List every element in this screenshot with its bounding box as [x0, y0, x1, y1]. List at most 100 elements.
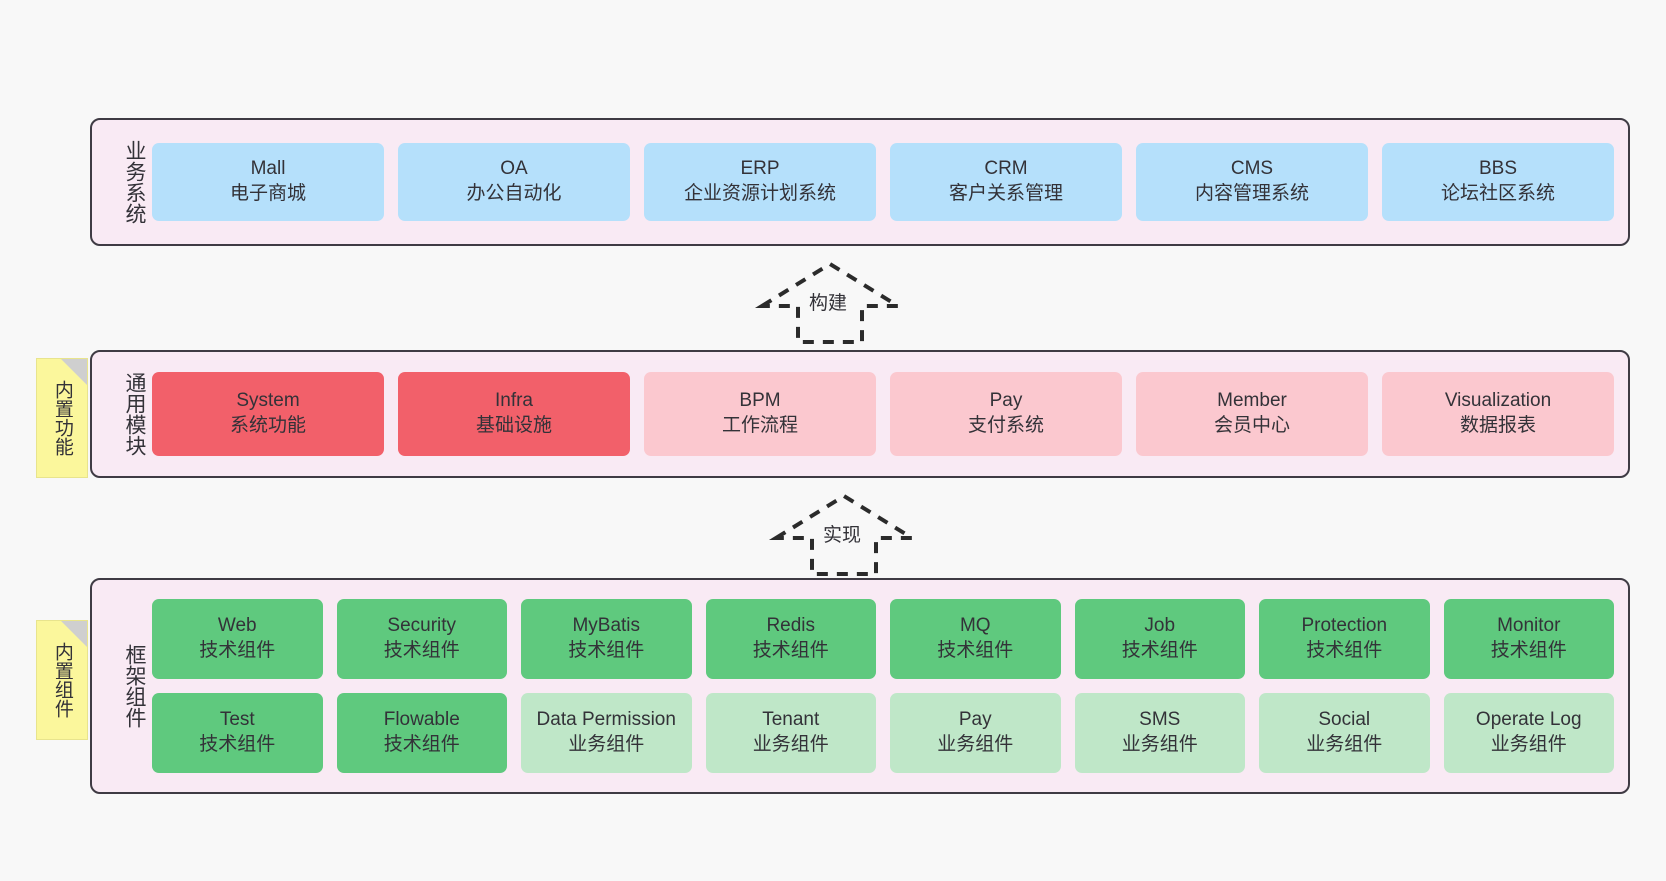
- card-subtitle: 技术组件: [199, 640, 276, 661]
- card-protection[interactable]: Protection 技术组件: [1259, 599, 1430, 679]
- card-title: Operate Log: [1475, 709, 1582, 731]
- card-operate-log[interactable]: Operate Log 业务组件: [1443, 693, 1614, 773]
- implement-arrow-shape: [768, 493, 920, 576]
- layer-title-framework-component: 框架组件: [123, 644, 146, 728]
- card-subtitle: 技术组件: [199, 734, 276, 755]
- card-monitor[interactable]: Monitor 技术组件: [1443, 599, 1614, 679]
- card-pay[interactable]: Pay 支付系统: [890, 372, 1122, 456]
- card-row: Web 技术组件 Security 技术组件 MyBatis 技术组件 Redi…: [152, 599, 1614, 679]
- card-title: MyBatis: [572, 615, 641, 637]
- card-infra[interactable]: Infra 基础设施: [398, 372, 630, 456]
- card-subtitle: 技术组件: [1306, 640, 1383, 661]
- card-row: System 系统功能 Infra 基础设施 BPM 工作流程 Pay 支付系统…: [152, 372, 1614, 456]
- card-test[interactable]: Test 技术组件: [152, 693, 323, 773]
- card-social[interactable]: Social 业务组件: [1259, 693, 1430, 773]
- note-label: 内置组件: [51, 642, 73, 718]
- card-subtitle: 企业资源计划系统: [683, 183, 836, 204]
- note-label: 内置功能: [51, 380, 73, 456]
- card-subtitle: 技术组件: [937, 640, 1014, 661]
- card-title: Security: [387, 615, 457, 637]
- card-title: ERP: [740, 158, 780, 180]
- card-security[interactable]: Security 技术组件: [336, 599, 507, 679]
- card-row: Mall 电子商城 OA 办公自动化 ERP 企业资源计划系统 CRM 客户关系…: [152, 143, 1614, 221]
- card-subtitle: 业务组件: [752, 734, 829, 755]
- card-pay-component[interactable]: Pay 业务组件: [890, 693, 1061, 773]
- note-builtin-features: 内置功能: [36, 358, 88, 478]
- card-subtitle: 基础设施: [475, 415, 552, 436]
- card-visualization[interactable]: Visualization 数据报表: [1382, 372, 1614, 456]
- note-fold-corner-icon: [61, 359, 87, 385]
- card-title: OA: [500, 158, 528, 180]
- card-title: Pay: [958, 709, 992, 731]
- build-arrow: [752, 258, 908, 348]
- layer-common-module: 通用模块 System 系统功能 Infra 基础设施 BPM 工作流程 Pay…: [90, 350, 1630, 478]
- card-title: Web: [217, 615, 257, 637]
- build-arrow-shape: [754, 261, 906, 344]
- card-system[interactable]: System 系统功能: [152, 372, 384, 456]
- note-builtin-components: 内置组件: [36, 620, 88, 740]
- card-title: CRM: [984, 158, 1028, 180]
- implement-arrow-label: 实现: [820, 525, 865, 546]
- card-bbs[interactable]: BBS 论坛社区系统: [1382, 143, 1614, 221]
- card-subtitle: 技术组件: [1121, 640, 1198, 661]
- layer-body-common-module: System 系统功能 Infra 基础设施 BPM 工作流程 Pay 支付系统…: [146, 372, 1628, 456]
- card-subtitle: 电子商城: [229, 183, 306, 204]
- card-subtitle: 技术组件: [568, 640, 645, 661]
- card-subtitle: 业务组件: [568, 734, 645, 755]
- card-sms[interactable]: SMS 业务组件: [1074, 693, 1245, 773]
- card-title: System: [236, 390, 300, 412]
- card-mq[interactable]: MQ 技术组件: [890, 599, 1061, 679]
- card-subtitle: 客户关系管理: [948, 183, 1063, 204]
- card-crm[interactable]: CRM 客户关系管理: [890, 143, 1122, 221]
- card-job[interactable]: Job 技术组件: [1074, 599, 1245, 679]
- card-title: Social: [1318, 709, 1371, 731]
- card-subtitle: 数据报表: [1459, 415, 1536, 436]
- card-subtitle: 论坛社区系统: [1440, 183, 1555, 204]
- implement-arrow: [766, 490, 922, 580]
- card-title: Mall: [250, 158, 286, 180]
- card-subtitle: 内容管理系统: [1194, 183, 1309, 204]
- card-subtitle: 办公自动化: [466, 183, 562, 204]
- card-mybatis[interactable]: MyBatis 技术组件: [521, 599, 692, 679]
- card-subtitle: 支付系统: [967, 415, 1044, 436]
- card-tenant[interactable]: Tenant 业务组件: [705, 693, 876, 773]
- card-data-permission[interactable]: Data Permission 业务组件: [521, 693, 692, 773]
- card-title: Protection: [1301, 615, 1388, 637]
- card-subtitle: 工作流程: [721, 415, 798, 436]
- card-title: Member: [1217, 390, 1287, 412]
- card-title: Job: [1144, 615, 1176, 637]
- card-subtitle: 会员中心: [1213, 415, 1290, 436]
- card-flowable[interactable]: Flowable 技术组件: [336, 693, 507, 773]
- layer-body-framework-component: Web 技术组件 Security 技术组件 MyBatis 技术组件 Redi…: [146, 599, 1628, 773]
- note-fold-corner-icon: [61, 621, 87, 647]
- card-member[interactable]: Member 会员中心: [1136, 372, 1368, 456]
- card-title: CMS: [1230, 158, 1274, 180]
- card-title: Monitor: [1497, 615, 1561, 637]
- card-subtitle: 业务组件: [1121, 734, 1198, 755]
- build-arrow-label: 构建: [806, 293, 851, 314]
- card-web[interactable]: Web 技术组件: [152, 599, 323, 679]
- card-title: BBS: [1478, 158, 1518, 180]
- card-subtitle: 技术组件: [1490, 640, 1567, 661]
- card-subtitle: 技术组件: [383, 734, 460, 755]
- card-title: Infra: [494, 390, 534, 412]
- layer-body-business-system: Mall 电子商城 OA 办公自动化 ERP 企业资源计划系统 CRM 客户关系…: [146, 143, 1628, 221]
- card-redis[interactable]: Redis 技术组件: [705, 599, 876, 679]
- card-mall[interactable]: Mall 电子商城: [152, 143, 384, 221]
- card-title: SMS: [1139, 709, 1181, 731]
- card-subtitle: 业务组件: [1306, 734, 1383, 755]
- card-title: Tenant: [762, 709, 820, 731]
- card-oa[interactable]: OA 办公自动化: [398, 143, 630, 221]
- card-subtitle: 技术组件: [752, 640, 829, 661]
- card-erp[interactable]: ERP 企业资源计划系统: [644, 143, 876, 221]
- card-bpm[interactable]: BPM 工作流程: [644, 372, 876, 456]
- card-subtitle: 业务组件: [1490, 734, 1567, 755]
- card-title: BPM: [739, 390, 781, 412]
- card-title: MQ: [959, 615, 991, 637]
- card-cms[interactable]: CMS 内容管理系统: [1136, 143, 1368, 221]
- card-title: Data Permission: [536, 709, 676, 731]
- layer-framework-component: 框架组件 Web 技术组件 Security 技术组件 MyBatis 技术组件…: [90, 578, 1630, 794]
- card-subtitle: 业务组件: [937, 734, 1014, 755]
- card-subtitle: 技术组件: [383, 640, 460, 661]
- card-title: Flowable: [383, 709, 460, 731]
